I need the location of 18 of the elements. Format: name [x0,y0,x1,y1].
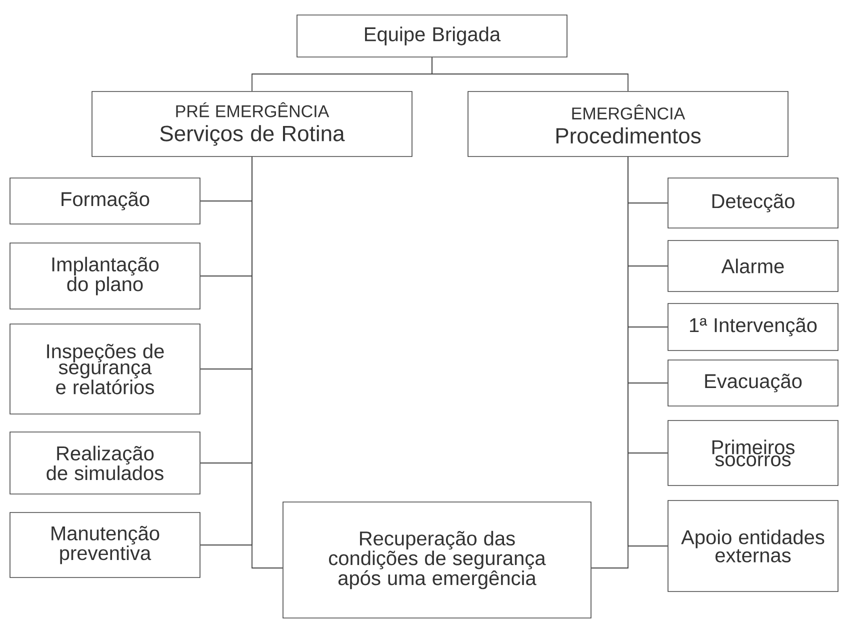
connector-line [252,156,284,568]
team-box: Equipe Brigada [296,14,568,58]
item-box: Manutenção preventiva [10,512,200,578]
item-box: Detecção [668,178,838,228]
recovery-box: Recuperação das condições de segurança após uma emergência [282,502,592,618]
item-box: 1ª Intervenção [668,303,838,351]
item-box: Alarme [668,240,838,292]
item-box: Evacuação [668,360,838,406]
connector-line [432,56,628,92]
item-box: Realização de simulados [10,432,200,494]
item-box: Apoio entidades externas [668,500,838,592]
item-box: Formação [10,178,200,224]
item-box: Primeiros socorros [668,420,838,486]
connector-line [590,156,628,568]
category-box: EMERGÊNCIA Procedimentos [468,91,788,157]
category-box: PRÉ EMERGÊNCIA Serviços de Rotina [92,91,412,157]
item-box: Inspeções de segurança e relatórios [10,324,200,414]
item-box: Implantação do plano [10,242,200,310]
